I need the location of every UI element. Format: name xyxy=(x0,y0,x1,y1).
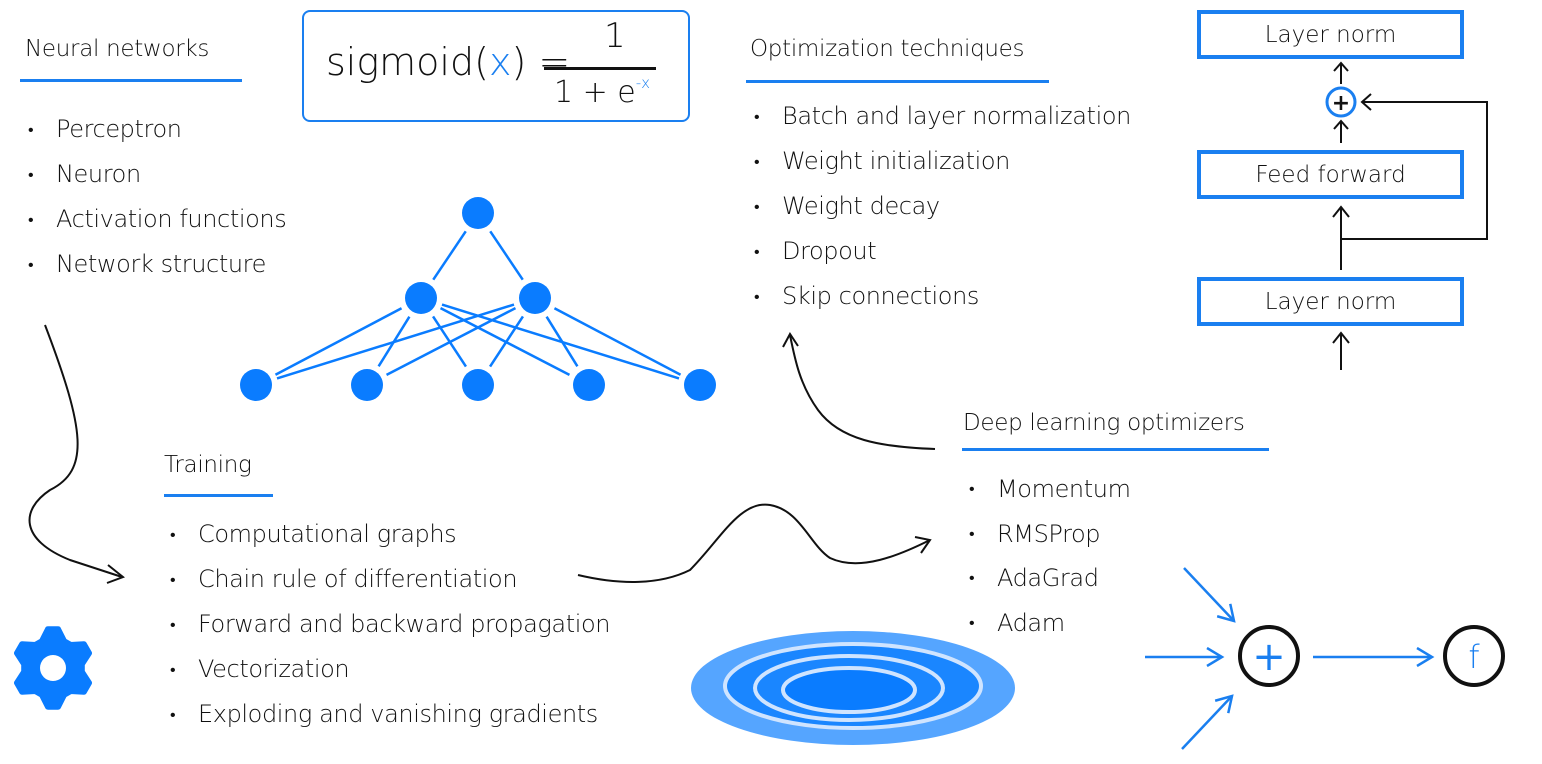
list-item: Exploding and vanishing gradients xyxy=(164,692,610,737)
gear-icon xyxy=(14,626,92,710)
list-item: Forward and backward propagation xyxy=(164,602,610,647)
layer-norm-top-box: Layer norm xyxy=(1197,10,1464,59)
network-edge xyxy=(489,230,524,281)
training-list: Computational graphs Chain rule of diffe… xyxy=(164,512,610,737)
input-arrow-top xyxy=(1183,567,1234,621)
list-item: Skip connections xyxy=(748,274,1131,319)
network-node-layer-2 xyxy=(351,369,383,401)
formula-function-name: sigmoid( xyxy=(326,40,489,84)
formula-lhs: sigmoid(x) = xyxy=(326,40,570,84)
network-edge xyxy=(274,307,403,376)
fraction-bar xyxy=(544,67,656,70)
sum-node-icon xyxy=(1238,625,1300,687)
list-item: Activation functions xyxy=(22,197,287,242)
arrow-head-icon xyxy=(1333,61,1349,72)
formula-exponent: -x xyxy=(635,74,651,92)
neural-networks-heading: Neural networks xyxy=(25,36,210,62)
arrow-head-icon xyxy=(1332,205,1350,218)
list-item: AdaGrad xyxy=(963,556,1131,601)
formula-denominator: 1 + e-x xyxy=(554,74,650,110)
sum-symbol: + xyxy=(1252,634,1286,680)
network-node-layer-1 xyxy=(405,282,437,314)
neural-network-graphic xyxy=(240,197,716,401)
activation-node-icon xyxy=(1443,625,1505,687)
deep-learning-optimizers-heading: Deep learning optimizers xyxy=(963,410,1245,436)
network-edge xyxy=(385,307,517,376)
deep-learning-optimizers-list: Momentum RMSProp AdaGrad Adam xyxy=(963,467,1131,645)
neural-networks-list: Perceptron Neuron Activation functions N… xyxy=(22,107,287,287)
list-item: RMSProp xyxy=(963,512,1131,557)
loss-contour-graphic xyxy=(691,631,1015,745)
network-node-layer-2 xyxy=(240,369,272,401)
list-item: Dropout xyxy=(748,229,1131,274)
add-circle-icon xyxy=(1325,86,1357,118)
network-edge xyxy=(553,307,682,376)
curved-arrow-head-training xyxy=(106,564,125,584)
network-edge xyxy=(441,303,680,380)
network-node-layer-2 xyxy=(462,369,494,401)
arrow-head-icon xyxy=(1360,93,1372,111)
deep-learning-optimizers-underline xyxy=(962,448,1269,451)
wave-arrow-to-optimizers xyxy=(577,503,931,583)
list-item: Neuron xyxy=(22,152,286,197)
optimization-techniques-underline xyxy=(746,80,1049,83)
formula-numerator: 1 xyxy=(604,16,626,56)
curved-arrow-head-optimization xyxy=(782,332,799,348)
network-node-layer-1 xyxy=(519,282,551,314)
list-item: Weight initialization xyxy=(748,139,1131,184)
list-item: Vectorization xyxy=(164,647,610,692)
list-item: Batch and layer normalization xyxy=(748,94,1131,139)
curved-arrow-to-training xyxy=(28,324,123,578)
sigmoid-formula-box: sigmoid(x) = 1 1 + e-x xyxy=(302,10,690,122)
list-item: Momentum xyxy=(963,467,1131,512)
network-node-layer-2 xyxy=(684,369,716,401)
optimization-techniques-heading: Optimization techniques xyxy=(750,36,1025,62)
list-item: Adam xyxy=(963,601,1131,646)
network-edge xyxy=(276,303,515,380)
add-symbol: + xyxy=(1332,91,1350,116)
arrow-head-icon xyxy=(1333,119,1349,130)
wave-arrow-head-optimizers xyxy=(914,536,932,554)
feed-forward-box: Feed forward xyxy=(1197,150,1464,199)
network-edge xyxy=(545,316,579,367)
training-heading: Training xyxy=(164,452,252,478)
list-item: Chain rule of differentiation xyxy=(164,557,610,602)
curved-arrow-to-optimization xyxy=(789,334,936,450)
formula-equals: ) = xyxy=(511,40,571,84)
network-node-layer-0 xyxy=(462,197,494,229)
list-item: Network structure xyxy=(22,242,286,287)
optimization-techniques-list: Batch and layer normalization Weight ini… xyxy=(748,94,1131,319)
network-edge xyxy=(439,307,571,376)
arrow-head-icon xyxy=(1332,331,1350,344)
neuron-diagram: + f xyxy=(1145,567,1505,750)
list-item: Weight decay xyxy=(748,184,1131,229)
network-edge xyxy=(432,230,467,281)
layer-norm-bottom-box: Layer norm xyxy=(1197,277,1464,326)
formula-variable: x xyxy=(488,40,512,84)
network-node-layer-2 xyxy=(573,369,605,401)
neural-networks-underline xyxy=(20,79,242,82)
input-arrow-bottom xyxy=(1181,696,1232,750)
formula-denominator-base: 1 + e xyxy=(554,75,636,110)
skip-connection-line xyxy=(1341,101,1488,240)
list-item: Computational graphs xyxy=(164,512,610,557)
network-edge xyxy=(489,315,524,368)
training-underline xyxy=(164,494,273,497)
list-item: Perceptron xyxy=(22,107,286,152)
activation-symbol: f xyxy=(1468,638,1480,676)
